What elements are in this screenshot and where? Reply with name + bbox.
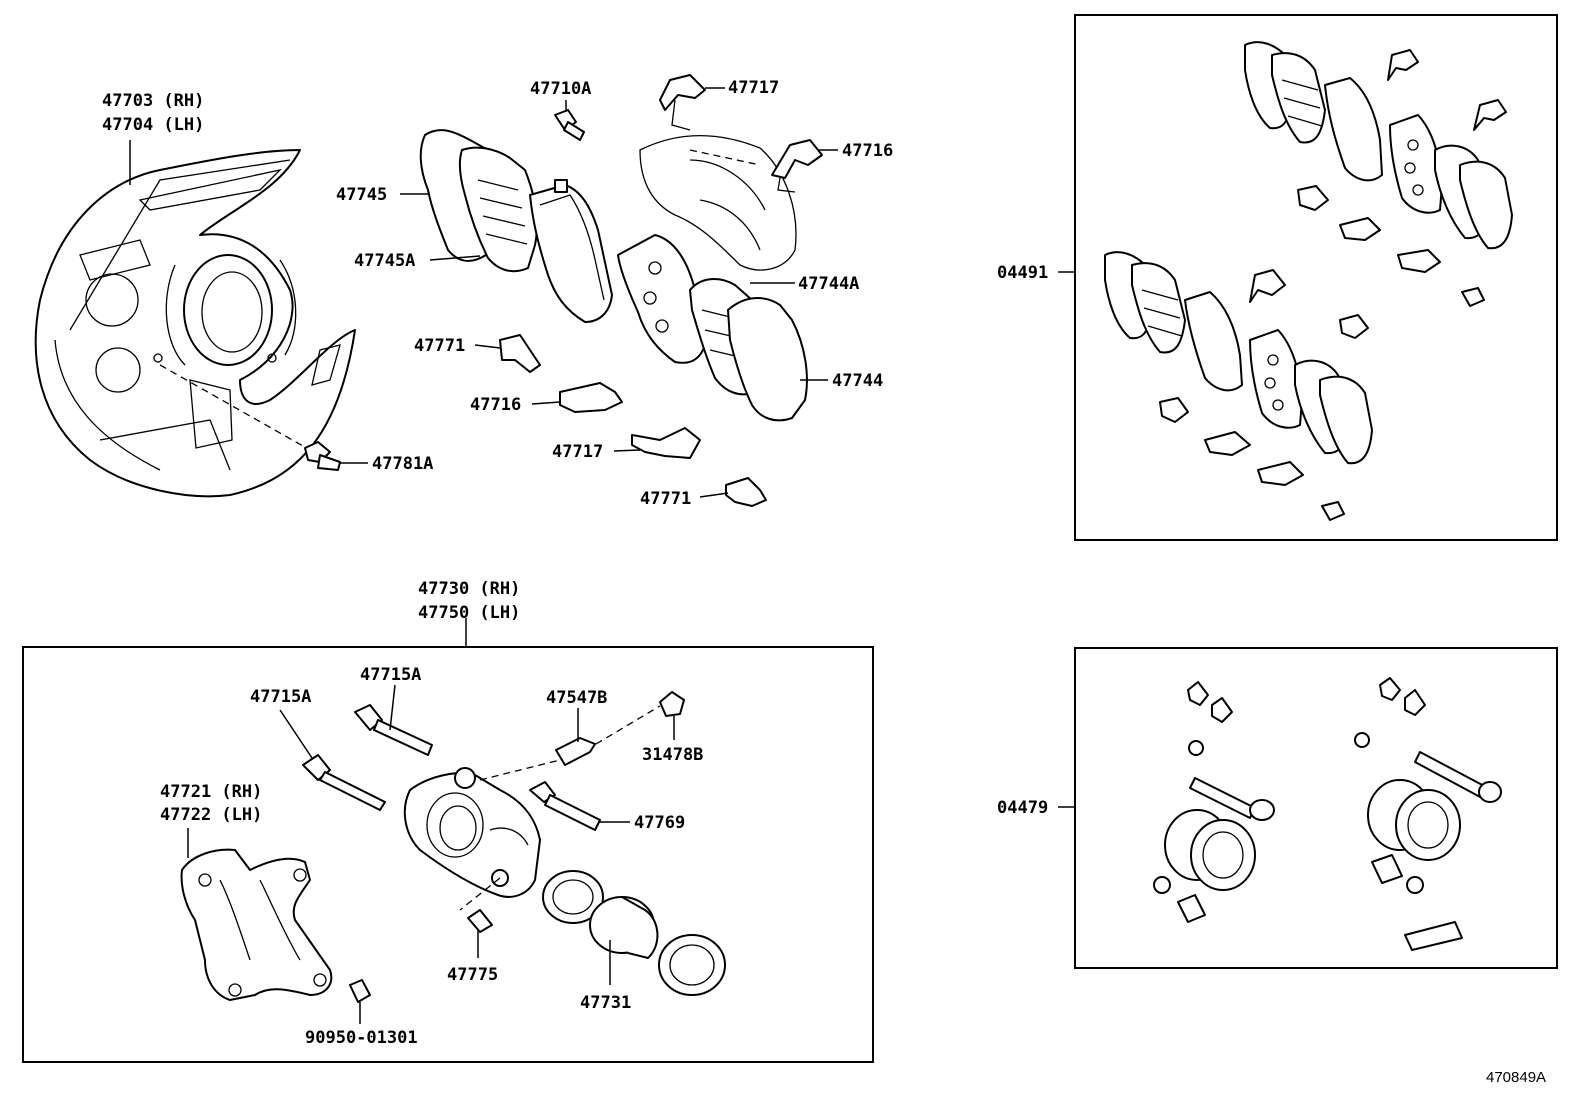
brake-pad-inner	[617, 234, 706, 364]
pad-kit-set-lower	[1104, 251, 1373, 521]
label-47721: 47721 (RH)	[160, 782, 262, 802]
caliper-cylinder	[403, 767, 541, 898]
bolt-47710a	[554, 109, 585, 141]
leader-line	[474, 344, 501, 349]
assembly-line	[159, 364, 311, 451]
label-04491: 04491	[997, 263, 1048, 283]
label-47745a: 47745A	[354, 251, 415, 271]
leader-line	[531, 401, 561, 405]
label-47771-bottom: 47771	[640, 489, 691, 509]
label-47730: 47730 (RH)	[418, 579, 520, 599]
caliper-mounting	[180, 848, 333, 1001]
clip-47771-bottom	[725, 477, 767, 507]
label-47716-bottom: 47716	[470, 395, 521, 415]
leader-line	[613, 449, 641, 452]
seal-kit-box	[1074, 647, 1558, 969]
seal-kit-set-right	[1354, 677, 1502, 951]
piston-seal-ring	[542, 870, 604, 924]
assembly-line	[595, 705, 661, 745]
label-04479: 04479	[997, 798, 1048, 818]
label-47744a: 47744A	[798, 274, 859, 294]
label-47775: 47775	[447, 965, 498, 985]
caliper-assembly-box	[22, 646, 874, 1063]
label-47715a-left: 47715A	[250, 687, 311, 707]
disc-brake-dust-cover	[34, 149, 356, 498]
clip-47717-bottom	[631, 427, 701, 459]
pad-kit-set-upper	[1244, 41, 1513, 307]
label-47781a: 47781A	[372, 454, 433, 474]
label-47731: 47731	[580, 993, 631, 1013]
clip-47717-top	[659, 74, 706, 131]
pad-kit-box	[1074, 14, 1558, 541]
slide-pin-47715a-left	[302, 754, 386, 811]
piston-47731	[589, 896, 659, 959]
label-47769: 47769	[634, 813, 685, 833]
caliper-ghost	[639, 134, 797, 271]
leader-line	[429, 255, 481, 261]
leader-line	[699, 492, 729, 498]
slide-pin-47715a-right	[354, 704, 433, 756]
label-47744: 47744	[832, 371, 883, 391]
label-47750: 47750 (LH)	[418, 603, 520, 623]
clip-47771-left	[499, 334, 541, 373]
assembly-line	[479, 759, 561, 781]
label-47717-bottom: 47717	[552, 442, 603, 462]
assembly-line	[459, 877, 501, 911]
bleeder-47775	[467, 909, 493, 933]
anti-squeal-shim-47745a	[458, 146, 538, 273]
label-47704: 47704 (LH)	[102, 115, 204, 135]
leader-line	[279, 709, 313, 759]
anti-squeal-shim-47744	[727, 297, 808, 422]
label-31478b: 31478B	[642, 745, 703, 765]
label-90950-01301: 90950-01301	[305, 1028, 418, 1048]
cap-31478b	[659, 691, 685, 717]
label-47703: 47703 (RH)	[102, 91, 204, 111]
piston-boot	[658, 934, 726, 996]
label-47717-top: 47717	[728, 78, 779, 98]
clip-47716-bottom	[559, 382, 623, 413]
bleeder-plug-47547b	[555, 737, 596, 766]
label-47716-top: 47716	[842, 141, 893, 161]
drawing-number: 470849A	[1486, 1069, 1546, 1086]
bolt-90950-01301	[349, 979, 371, 1003]
label-47722: 47722 (LH)	[160, 805, 262, 825]
bolt-47781a	[304, 441, 341, 471]
label-47715a-right: 47715A	[360, 665, 421, 685]
seal-kit-set-left	[1153, 681, 1275, 923]
slide-pin-47769	[529, 781, 601, 831]
label-47771-left: 47771	[414, 336, 465, 356]
clip-47716-top	[771, 139, 823, 193]
label-47547b: 47547B	[546, 688, 607, 708]
label-47710a: 47710A	[530, 79, 591, 99]
leader-line	[389, 684, 396, 731]
brake-pad-outer	[529, 179, 613, 323]
label-47745: 47745	[336, 185, 387, 205]
